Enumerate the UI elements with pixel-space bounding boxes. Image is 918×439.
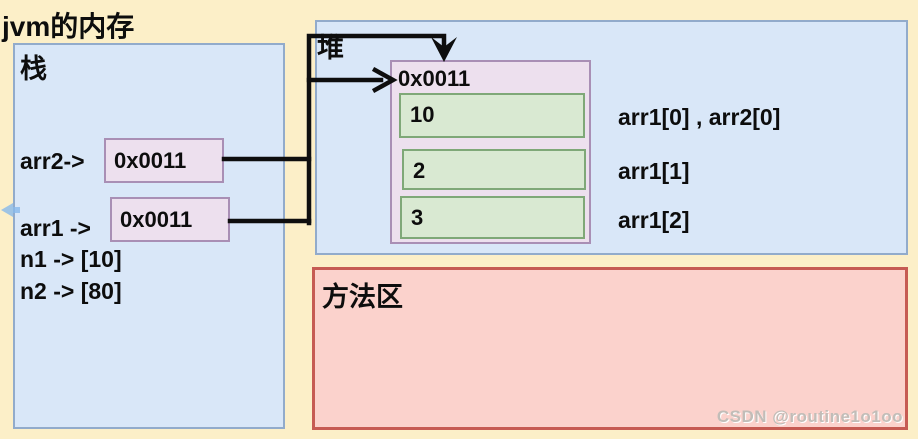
- page-title: jvm的内存: [2, 11, 135, 42]
- stack-entry-arr1-pointer-value: 0x0011: [120, 207, 193, 232]
- heap-slot-2-value: 3: [411, 205, 424, 230]
- stack-entry-arr2-pointer-value: 0x0011: [114, 148, 187, 173]
- annotation-slot-1: arr1[1]: [618, 158, 690, 184]
- heap-object-address: 0x0011: [398, 66, 471, 91]
- heap-region-label: 堆: [317, 33, 344, 63]
- watermark: CSDN @routine1o1oo: [716, 407, 903, 426]
- stack-entry-arr1-pointer-box: 0x0011: [110, 197, 230, 242]
- method-area-region: [312, 267, 908, 430]
- heap-slot-2: 3: [400, 196, 585, 239]
- heap-slot-1: 2: [402, 149, 586, 190]
- heap-slot-1-value: 2: [413, 158, 426, 183]
- annotation-slot-2: arr1[2]: [618, 207, 690, 233]
- annotation-slot-0: arr1[0] , arr2[0]: [618, 104, 781, 130]
- stack-local-n1: n1 -> [10]: [20, 246, 122, 272]
- stack-local-n2: n2 -> [80]: [20, 278, 122, 304]
- heap-object-box: 0x0011 10 2 3: [390, 60, 591, 244]
- stack-entry-arr1-label: arr1 ->: [20, 215, 91, 241]
- stack-entry-arr2-pointer-box: 0x0011: [104, 138, 224, 183]
- method-area-label: 方法区: [322, 282, 403, 312]
- stack-region-label: 栈: [20, 54, 47, 84]
- stack-entry-arr2-label: arr2->: [20, 148, 85, 174]
- heap-slot-0: 10: [399, 93, 585, 138]
- heap-slot-0-value: 10: [410, 102, 435, 127]
